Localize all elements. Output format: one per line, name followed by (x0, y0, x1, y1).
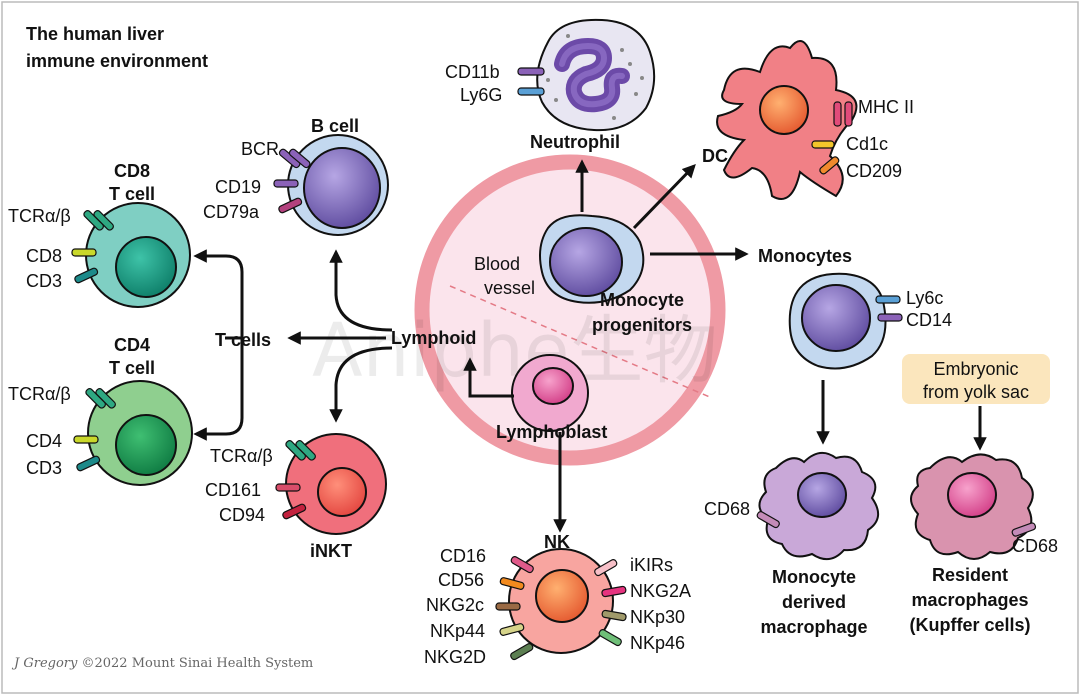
credit-author: J Gregory (11, 656, 78, 671)
inkt-marker-cd161: CD161 (205, 480, 261, 500)
nk-marker-ikirs: iKIRs (630, 555, 673, 575)
nk-cell (508, 548, 614, 654)
blood-vessel (414, 154, 726, 466)
cd4-label-2: T cell (109, 358, 155, 378)
dc-marker-cd1c: Cd1c (846, 134, 888, 154)
monocyte-cell (788, 272, 887, 370)
b-cell-marker-cd79a: CD79a (203, 202, 260, 222)
neutrophil-marker-cd11b: CD11b (445, 62, 500, 82)
resident-receptor-cd68 (1011, 522, 1037, 537)
cd8-receptors (71, 210, 114, 284)
macrophage-marker-cd68: CD68 (704, 499, 750, 519)
cd8-marker-cd8: CD8 (26, 246, 62, 266)
monocyte-macrophage-label-3: macrophage (760, 617, 867, 637)
blood-vessel-ring (414, 154, 726, 466)
embryonic-box-line-2: from yolk sac (923, 382, 1029, 402)
nk-receptors (495, 556, 627, 661)
monocyte-progenitors-label-2: progenitors (592, 315, 692, 335)
nk-marker-nkp44: NKp44 (430, 621, 485, 641)
blood-vessel-label-1: Blood (474, 254, 520, 274)
nk-marker-nkp46: NKp46 (630, 633, 685, 653)
embryonic-box-line-1: Embryonic (933, 359, 1018, 379)
nk-marker-nkg2c: NKG2c (426, 595, 484, 615)
lymphoblast-cell (511, 354, 589, 432)
monocyte-progenitors-label-1: Monocyte (600, 290, 684, 310)
resident-label-2: macrophages (911, 590, 1028, 610)
dc-cell (716, 39, 858, 200)
vessel-divider-line (449, 285, 713, 399)
title-line-1: The human liver (26, 24, 164, 44)
macrophage-receptor-cd68 (756, 511, 780, 529)
monocyte-marker-cd14: CD14 (906, 310, 952, 330)
credit-line: J Gregory ©2022 Mount Sinai Health Syste… (11, 656, 313, 671)
cd4-marker-tcr: TCRα/β (8, 384, 71, 404)
cd4-marker-cd3: CD3 (26, 458, 62, 478)
dc-receptors (811, 101, 853, 175)
monocytes-label: Monocytes (758, 246, 852, 266)
cd4-label-1: CD4 (114, 335, 150, 355)
cd8-label-2: T cell (109, 184, 155, 204)
nk-marker-nkg2d: NKG2D (424, 647, 486, 667)
dc-marker-cd209: CD209 (846, 161, 902, 181)
arrow-to-b-cell (329, 249, 393, 332)
cd8-marker-cd3: CD3 (26, 271, 62, 291)
cd4-receptors (73, 388, 116, 472)
nk-marker-nkp30: NKp30 (630, 607, 685, 627)
monocyte-derived-macrophage-cell (758, 451, 879, 561)
resident-macrophage-cell (910, 453, 1034, 560)
cd8-label-1: CD8 (114, 161, 150, 181)
monocyte-marker-ly6c: Ly6c (906, 288, 943, 308)
blood-vessel-label-2: vessel (484, 278, 535, 298)
embryonic-box (902, 354, 1050, 404)
credit-rest: ©2022 Mount Sinai Health System (77, 656, 313, 671)
b-cell-marker-cd19: CD19 (215, 177, 261, 197)
inkt-marker-cd94: CD94 (219, 505, 265, 525)
b-cell-receptors (273, 148, 311, 214)
inkt-marker-tcr: TCRα/β (210, 446, 273, 466)
arrow-lymphoblast-to-lymphoid (463, 357, 514, 398)
arrow-to-inkt (329, 346, 393, 423)
b-cell-marker-bcr: BCR (241, 139, 279, 159)
lymphoid-label: Lymphoid (391, 328, 476, 348)
lymphoblast-label: Lymphoblast (496, 422, 607, 442)
monocyte-receptors (875, 295, 903, 322)
cd4-marker-cd4: CD4 (26, 431, 62, 451)
monocyte-macrophage-label-2: derived (782, 592, 846, 612)
arrow-to-cd8 (196, 256, 244, 340)
inkt-label: iNKT (310, 541, 352, 561)
monocyte-macrophage-label-1: Monocyte (772, 567, 856, 587)
b-cell (287, 134, 389, 236)
title-line-2: immune environment (26, 51, 208, 71)
arrow-to-cd4 (193, 338, 244, 441)
inkt-receptors (275, 440, 316, 520)
resident-marker-cd68: CD68 (1012, 536, 1058, 556)
nk-marker-nkg2a: NKG2A (630, 581, 691, 601)
arrows (193, 159, 987, 533)
cd8-marker-tcr: TCRα/β (8, 206, 71, 226)
resident-label-3: (Kupffer cells) (909, 615, 1030, 635)
b-cell-label: B cell (311, 116, 359, 136)
nk-marker-cd16: CD16 (440, 546, 486, 566)
neutrophil-label: Neutrophil (530, 132, 620, 152)
nk-marker-cd56: CD56 (438, 570, 484, 590)
neutrophil-cell (536, 18, 656, 132)
dc-marker-mhc2: MHC II (858, 97, 914, 117)
nk-label: NK (544, 532, 570, 552)
dc-label: DC (702, 146, 728, 166)
monocyte-progenitor-cell (539, 214, 645, 304)
neutrophil-receptors (517, 67, 545, 96)
resident-label-1: Resident (932, 565, 1008, 585)
arrow-to-dc (632, 164, 696, 230)
neutrophil-marker-ly6g: Ly6G (460, 85, 502, 105)
